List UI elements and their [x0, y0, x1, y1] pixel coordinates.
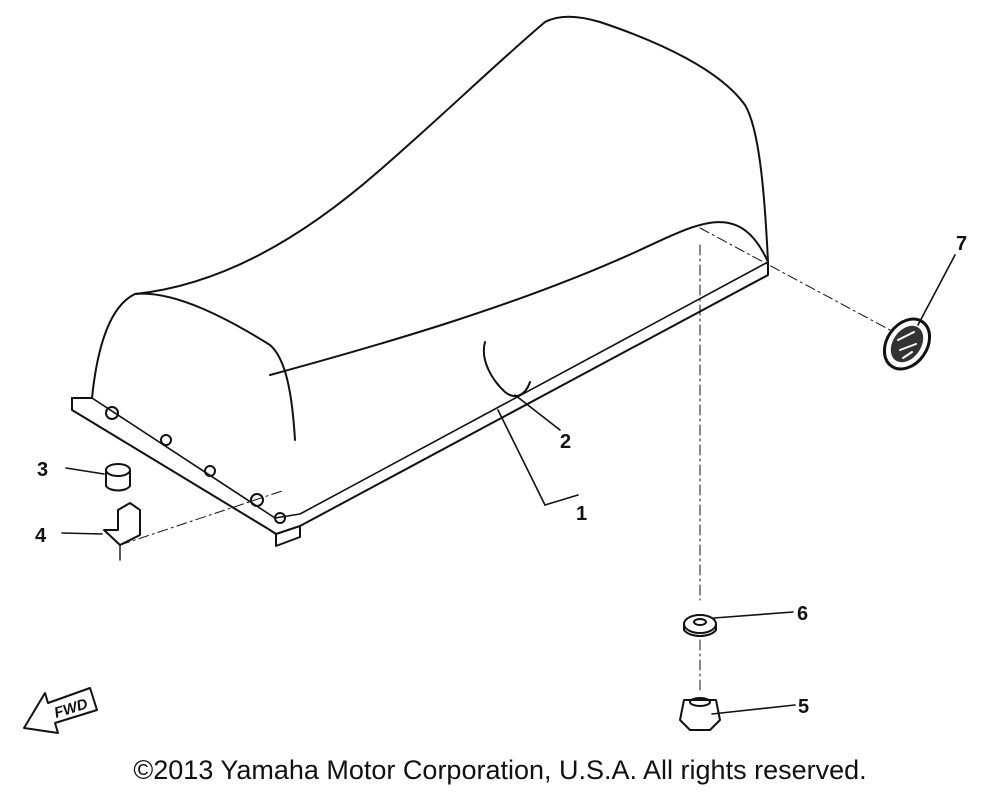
callout-6: 6: [797, 603, 808, 625]
seat-body: [71, 15, 769, 547]
part-4-bracket: [103, 502, 141, 561]
callout-1: 1: [576, 503, 587, 525]
copyright-notice: ©2013 Yamaha Motor Corporation, U.S.A. A…: [133, 755, 867, 785]
callout-3: 3: [37, 459, 48, 481]
callout-2: 2: [560, 431, 571, 453]
leader-lines: [119, 227, 891, 691]
part-3-damper: [105, 463, 131, 492]
callout-7: 7: [956, 233, 967, 255]
emblem-icon: [882, 317, 932, 371]
callout-leaders: [61, 254, 956, 715]
callout-4: 4: [35, 525, 47, 547]
part-6-washer: [683, 614, 717, 637]
callout-5: 5: [798, 696, 809, 718]
fwd-arrow-icon: [23, 687, 98, 734]
part-5-nut: [679, 697, 721, 731]
